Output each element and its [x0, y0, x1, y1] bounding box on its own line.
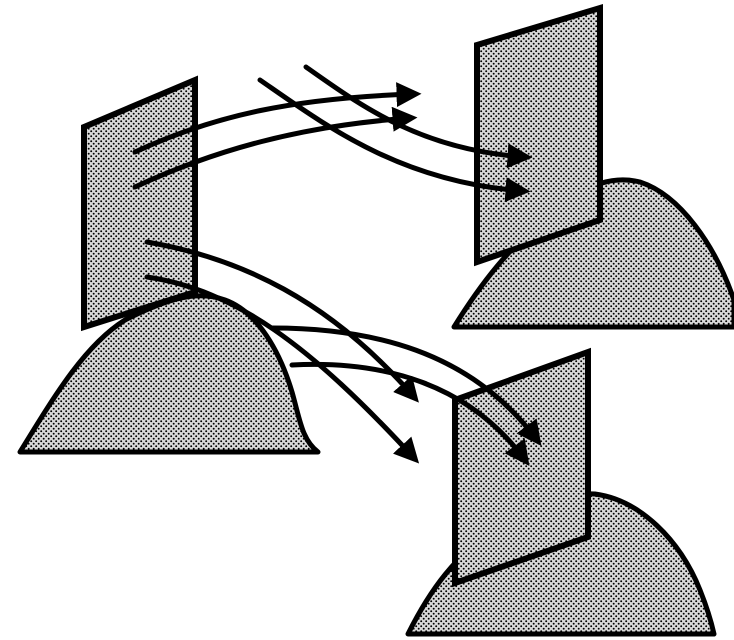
- upper-receiver-hill-icon: [451, 177, 734, 330]
- upper-receiver-panel-icon: [474, 3, 603, 267]
- source-hill-icon: [17, 293, 321, 455]
- arrow-icon: [132, 106, 418, 190]
- arrow-icon: [289, 361, 530, 467]
- arrow-icon: [132, 82, 422, 155]
- upper-right-receiver-group: [451, 3, 734, 330]
- arrow-icon: [269, 325, 542, 447]
- arrow-icon: [144, 239, 419, 403]
- arrow-icon: [303, 64, 533, 169]
- propagation-arrows: [132, 64, 542, 467]
- source-panel-icon: [81, 75, 198, 332]
- source-antenna-group: [17, 75, 321, 455]
- arrow-icon: [257, 77, 531, 203]
- lower-right-receiver-group: [405, 347, 717, 637]
- lower-receiver-panel-icon: [452, 347, 591, 588]
